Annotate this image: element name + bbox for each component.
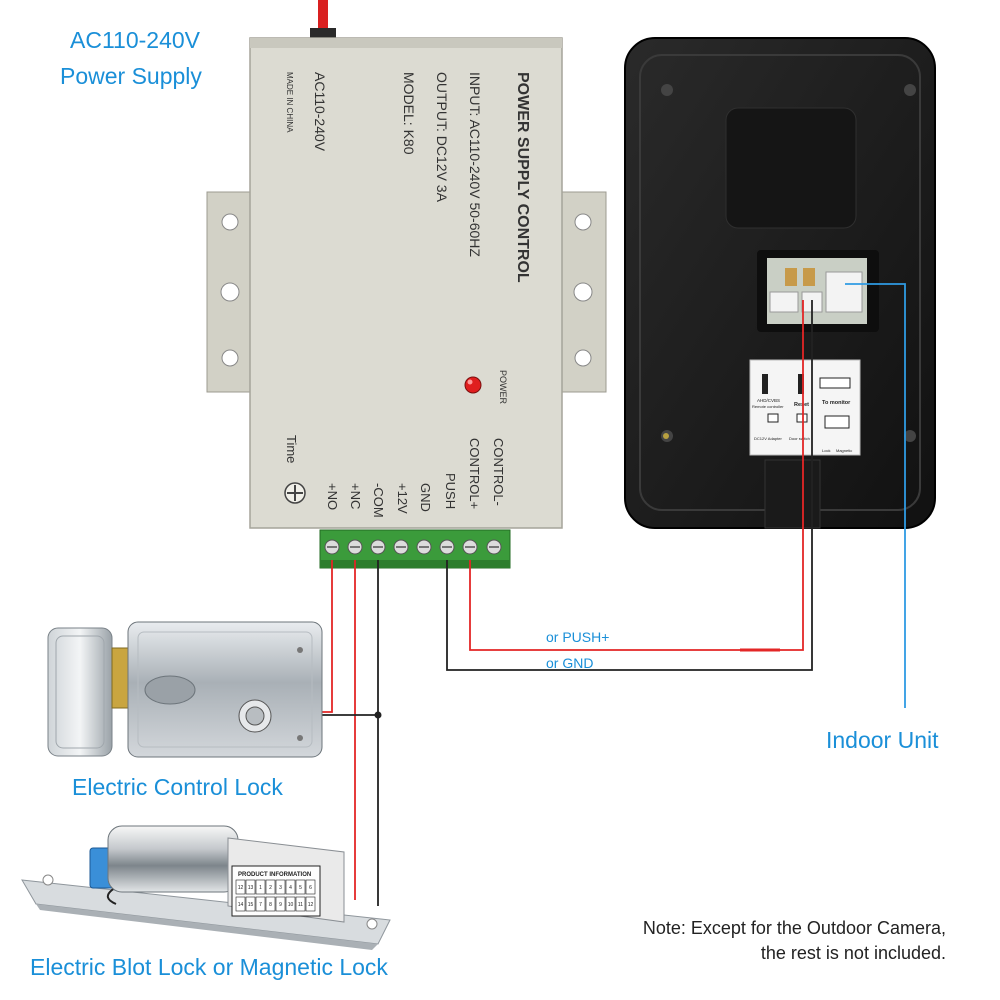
power-box-input: INPUT: AC110-240V 50-60HZ	[467, 72, 483, 257]
sticker-terminal-cell	[235, 879, 246, 895]
caption-indoor-unit: Indoor Unit	[826, 727, 939, 753]
sticker-door-switch: Door switch	[789, 436, 810, 441]
wire-label-push: or PUSH+	[546, 629, 609, 645]
caption-power-supply-line2: Power Supply	[60, 63, 202, 89]
wire-unit-label-pointer	[845, 283, 906, 708]
wires	[322, 283, 906, 906]
rim-lock-image	[47, 621, 323, 758]
terminal-label-no: +NO	[325, 483, 340, 510]
sticker-magnetic: Magnetic	[836, 448, 852, 453]
terminal-label-com: -COM	[371, 483, 386, 518]
caption-electric-bolt-lock: Electric Blot Lock or Magnetic Lock	[30, 954, 388, 980]
terminal-block	[319, 529, 511, 569]
sticker-terminal-number: 12	[308, 902, 314, 908]
sticker-terminal-number: 5	[299, 885, 302, 891]
sticker-terminal-cell	[265, 879, 276, 895]
sticker-lock: Lock	[822, 448, 830, 453]
power-box-output: OUTPUT: DC12V 3A	[434, 72, 450, 203]
sticker-to-monitor: To monitor	[822, 400, 851, 406]
wire-no-red	[322, 560, 333, 713]
sticker-terminal-number: 4	[289, 885, 292, 891]
power-box-label: POWER SUPPLY CONTROL INPUT: AC110-240V 5…	[285, 72, 531, 283]
power-led-icon	[464, 376, 482, 394]
sticker-dc12v: DC12V Adapter	[754, 436, 782, 441]
note-line2: the rest is not included.	[761, 943, 946, 963]
sticker-terminal-cell	[245, 879, 256, 895]
sticker-terminal-cell	[275, 896, 286, 912]
sticker-terminal-number: 10	[288, 902, 294, 908]
terminal-label-push: PUSH	[443, 473, 458, 509]
sticker-terminal-number: 1	[259, 885, 262, 891]
note-line1: Note: Except for the Outdoor Camera,	[643, 918, 946, 938]
sticker-terminal-cell	[245, 896, 256, 912]
sticker-terminal-number: 14	[238, 902, 244, 908]
sticker-terminal-cell	[305, 896, 316, 912]
power-box-voltage: AC110-240V	[312, 72, 328, 152]
power-supply-box: POWER SUPPLY CONTROL INPUT: AC110-240V 5…	[206, 0, 607, 569]
terminal-label-nc: +NC	[348, 483, 363, 509]
caption-power-supply-line1: AC110-240V	[70, 27, 201, 53]
terminal-labels: +NO +NC -COM +12V GND PUSH CONTROL+ CONT…	[325, 438, 506, 518]
caption-electric-control-lock: Electric Control Lock	[72, 774, 283, 800]
power-box-model: MODEL: K80	[401, 72, 417, 155]
sticker-terminal-cell	[265, 896, 276, 912]
sticker-reset: Reset	[794, 402, 809, 408]
terminal-label-gnd: GND	[418, 483, 433, 512]
sticker-terminal-number: 8	[269, 902, 272, 908]
sticker-remote: Remote controller	[752, 404, 784, 409]
sticker-terminal-number: 2	[269, 885, 272, 891]
wire-label-gnd: or GND	[546, 655, 593, 671]
power-box-heading: POWER SUPPLY CONTROL	[514, 72, 531, 283]
sticker-terminal-number: 7	[259, 902, 262, 908]
indoor-unit-recess	[725, 107, 857, 229]
sticker-terminal-number: 12	[238, 885, 244, 891]
wire-unit-red	[469, 300, 804, 651]
wire-com-black	[322, 560, 379, 716]
sticker-terminal-cell	[285, 896, 296, 912]
terminal-label-12v: +12V	[395, 483, 410, 514]
indoor-unit-image: AHD/CVBS Remote controller Reset To moni…	[624, 37, 936, 529]
sticker-terminal-number: 15	[248, 902, 254, 908]
sticker-terminal-number: 3	[279, 885, 282, 891]
sticker-terminal-number: 11	[298, 902, 303, 908]
sticker-terminal-cell	[255, 879, 266, 895]
sticker-terminal-cell	[275, 879, 286, 895]
sticker-terminal-cell	[235, 896, 246, 912]
sticker-terminal-number: 13	[248, 885, 254, 891]
sticker-ahd-cvbs: AHD/CVBS	[757, 398, 780, 403]
sticker-terminal-number: 6	[309, 885, 312, 891]
power-box-made-in: MADE IN CHINA	[285, 72, 294, 133]
sticker-terminal-number: 9	[279, 902, 282, 908]
terminal-label-control-plus: CONTROL+	[467, 438, 482, 509]
time-label: Time	[284, 435, 299, 463]
sticker-terminal-cell	[295, 879, 306, 895]
ac-input-wire	[318, 0, 328, 40]
power-led-label: POWER	[498, 370, 508, 405]
power-box-body	[249, 37, 563, 529]
sticker-terminal-cell	[305, 879, 316, 895]
terminal-label-control-minus: CONTROL-	[491, 438, 506, 506]
indoor-unit-sticker	[749, 359, 861, 456]
sticker-terminal-cell	[295, 896, 306, 912]
sticker-terminal-cell	[285, 879, 296, 895]
wire-unit-black	[446, 300, 813, 671]
sticker-title: PRODUCT INFORMATION	[238, 872, 311, 878]
sticker-terminal-cell	[255, 896, 266, 912]
